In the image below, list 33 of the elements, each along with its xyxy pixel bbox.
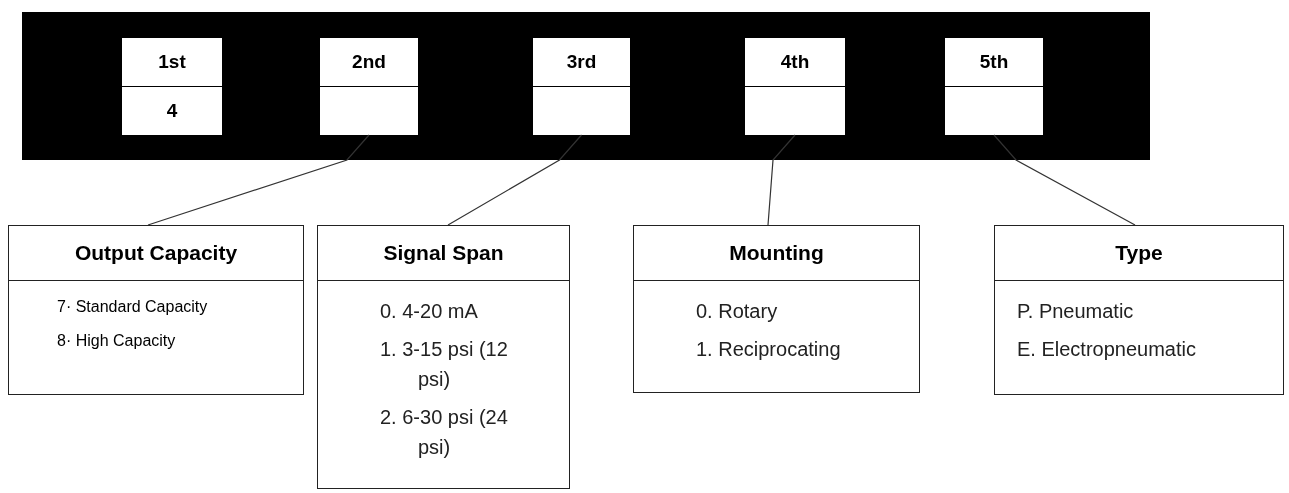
option-item: 7· Standard Capacity	[57, 297, 208, 317]
digit-box	[945, 38, 1043, 135]
option-item: 2. 6-30 psi (24 psi)	[380, 405, 509, 460]
position-label: 2nd	[352, 51, 386, 73]
option-box	[994, 225, 1284, 395]
digit-box	[533, 38, 630, 135]
digit-box	[122, 38, 222, 135]
option-heading: Mounting	[729, 241, 824, 265]
option-item: 0. 4-20 mA	[380, 299, 479, 324]
code-digit: 4	[166, 99, 178, 122]
option-box	[8, 225, 304, 395]
option-box	[317, 225, 570, 489]
leader-line	[993, 134, 1136, 226]
option-heading: Type	[1115, 241, 1163, 265]
position-label: 4th	[780, 51, 810, 73]
option-item: 0. Rotary	[696, 299, 779, 324]
option-heading: Output Capacity	[74, 241, 238, 265]
position-label: 5th	[979, 51, 1009, 73]
leader-line	[767, 134, 796, 226]
option-item: P. Pneumatic	[1017, 299, 1135, 324]
option-box	[633, 225, 920, 393]
position-label: 1st	[158, 51, 186, 73]
digit-box	[745, 38, 845, 135]
option-item: E. Electropneumatic	[1017, 337, 1196, 362]
position-label: 3rd	[566, 51, 597, 73]
option-item: 1. Reciprocating	[696, 337, 841, 362]
leader-line	[147, 134, 370, 226]
option-item: 1. 3-15 psi (12 psi)	[380, 337, 509, 392]
leader-line	[447, 134, 583, 226]
digit-box	[320, 38, 418, 135]
code-band	[22, 12, 1150, 160]
option-heading: Signal Span	[383, 241, 504, 265]
option-item: 8· High Capacity	[57, 331, 177, 351]
